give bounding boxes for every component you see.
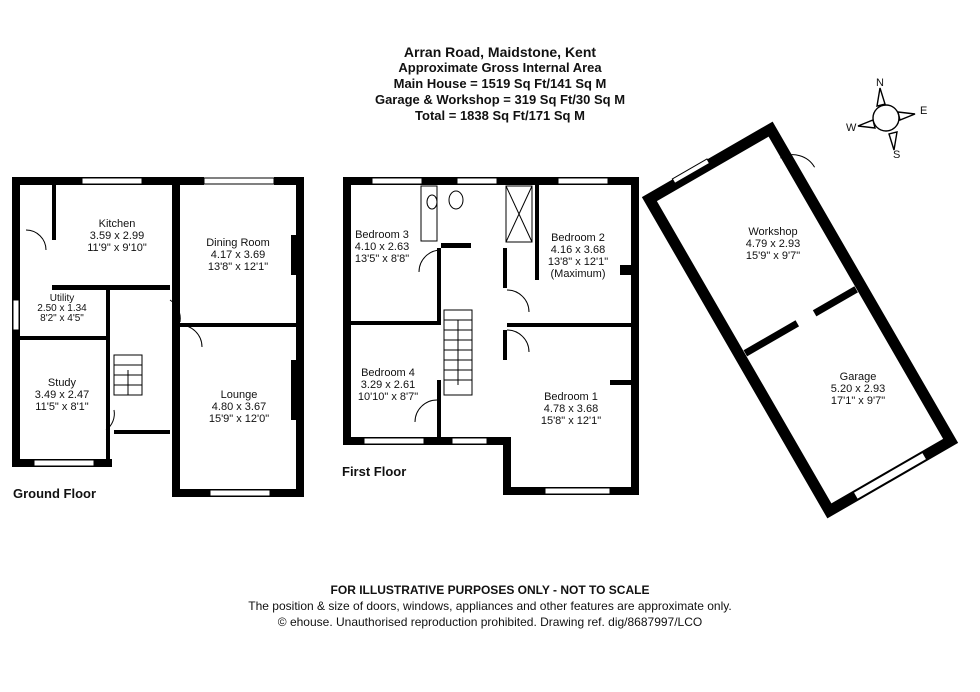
room-kitchen: Kitchen 3.59 x 2.99 11'9" x 9'10": [87, 218, 147, 254]
first-floor-label: First Floor: [342, 464, 407, 479]
ground-floor-label: Ground Floor: [13, 486, 97, 501]
garage-workshop-area: Garage & Workshop = 319 Sq Ft/30 Sq M: [374, 92, 626, 107]
room-bedroom-1: Bedroom 1 4.78 x 3.68 15'8" x 12'1": [540, 391, 602, 427]
outbuilding-walls: [641, 121, 959, 519]
compass-west-label: W: [846, 122, 857, 134]
approximation-note: The position & size of doors, windows, a…: [248, 599, 732, 613]
area-subtitle: Approximate Gross Internal Area: [398, 60, 602, 75]
ground-floor-windows: [12, 177, 275, 497]
room-bedroom-3: Bedroom 3 4.10 x 2.63 13'5" x 8'8": [354, 229, 410, 265]
compass-icon: [857, 87, 916, 151]
main-house-area: Main House = 1519 Sq Ft/141 Sq M: [393, 76, 607, 91]
compass-east-label: E: [920, 105, 928, 117]
room-dining-room: Dining Room 4.17 x 3.69 13'8" x 12'1": [206, 237, 270, 273]
total-area: Total = 1838 Sq Ft/171 Sq M: [415, 108, 585, 123]
plan-header: Arran Road, Maidstone, Kent Approximate …: [330, 44, 670, 124]
compass-north-label: N: [876, 77, 884, 89]
ground-floor-doors: [25, 229, 203, 431]
room-workshop: Workshop 4.79 x 2.93 15'9" x 9'7": [745, 226, 801, 262]
first-floor-windows: [363, 177, 611, 495]
first-floor-stairs: [443, 309, 473, 396]
address-title: Arran Road, Maidstone, Kent: [403, 44, 597, 60]
room-study: Study 3.49 x 2.47 11'5" x 8'1": [34, 377, 90, 413]
room-bedroom-4: Bedroom 4 3.29 x 2.61 10'10" x 8'7": [357, 367, 419, 403]
ground-floor-stairs: [113, 354, 143, 396]
first-floor-walls: [343, 177, 639, 495]
plan-footer: FOR ILLUSTRATIVE PURPOSES ONLY - NOT TO …: [200, 582, 780, 630]
room-bedroom-2: Bedroom 2 4.16 x 3.68 13'8" x 12'1" (Max…: [547, 232, 609, 280]
room-lounge: Lounge 4.80 x 3.67 15'9" x 12'0": [208, 389, 270, 425]
compass-south-label: S: [893, 149, 901, 161]
copyright-note: © ehouse. Unauthorised reproduction proh…: [277, 615, 703, 629]
room-garage: Garage 5.20 x 2.93 17'1" x 9'7": [830, 371, 886, 407]
ground-floor-walls: [12, 177, 304, 497]
disclaimer: FOR ILLUSTRATIVE PURPOSES ONLY - NOT TO …: [330, 583, 650, 597]
first-floor-fixtures: [414, 185, 533, 423]
room-utility: Utility 2.50 x 1.34 8'2" x 4'5": [37, 293, 87, 324]
